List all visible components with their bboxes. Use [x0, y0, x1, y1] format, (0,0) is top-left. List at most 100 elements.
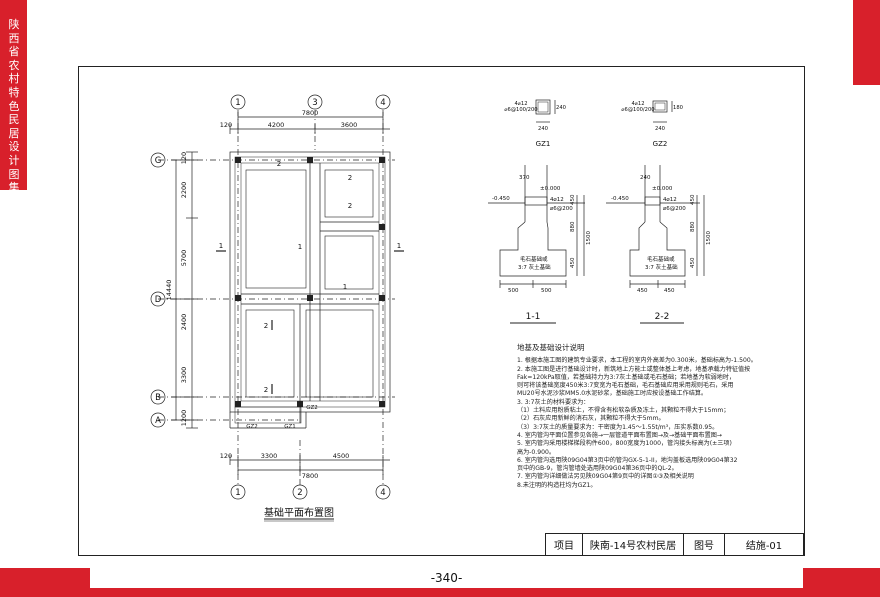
- note-line: 则可将该基础宽度450米3:7变宽为毛石基础，毛石基础应用采用规则毛石，采用: [517, 382, 734, 390]
- sidebar-tab: 陕西省农村特色民居设计图集: [0, 0, 27, 194]
- s11-mat-1: 毛石基础或: [520, 255, 548, 263]
- title-block-label-project: 项目: [546, 534, 583, 555]
- section-mark-1-right: 1: [397, 242, 401, 250]
- gz2-label-plan: GZ2: [306, 405, 318, 411]
- axis-label-A: A: [155, 416, 161, 426]
- dim-top-total: 7800: [302, 109, 319, 117]
- gz2-width: 240: [655, 126, 665, 132]
- gz2-bar: 4⌀12: [631, 101, 644, 107]
- s22-h-450: 450: [690, 257, 696, 268]
- s11-wall: 370: [519, 175, 530, 181]
- axis-label-top-1: 1: [235, 98, 240, 108]
- note-line: 2. 本施工图是进行基础设计时，新筑地上方能土或整体基上考虑，地基承载力特征值按: [517, 365, 751, 373]
- s22-title: 2-2: [655, 312, 670, 322]
- s22-h-880: 880: [690, 221, 696, 232]
- s22-mat-2: 3:7 灰土基础: [645, 263, 678, 271]
- sidebar-title: 陕西省农村特色民居设计图集: [8, 18, 20, 195]
- note-line: 5. 室内管沟采用楼梯梯段构件600，800宽度为1000，管沟接头标高为(±三…: [517, 440, 732, 448]
- axis-label-G: G: [155, 156, 162, 166]
- s22-elev-low: -0.450: [611, 196, 629, 202]
- note-line: 3. 3:7灰土的材料要求为：: [517, 398, 590, 406]
- s11-elev-low: -0.450: [492, 196, 510, 202]
- dim-left-total: 14440: [165, 280, 173, 301]
- dim-left-1200: 1200: [180, 410, 188, 427]
- note-line: 页中的GB-9，管沟管墙处选用陕09G04第36页中的QL-2。: [517, 465, 678, 473]
- s22-elev-top: ±0.000: [652, 186, 673, 192]
- gz1-width: 240: [538, 126, 548, 132]
- note-line: 1. 根据本施工图的建筑专业要求，本工程的室内外高差为0.300米，基础标高为-…: [517, 357, 757, 365]
- s22-b-1: 450: [637, 288, 648, 294]
- axis-label-B: B: [155, 393, 161, 403]
- dim-left-2200: 2200: [180, 182, 188, 199]
- title-block-number: 结施-01: [725, 534, 804, 555]
- dim-bottom-seg-2: 4500: [333, 452, 350, 460]
- note-line: （2）石灰应用新鲜的消石灰，其颗粒不得大于5mm。: [517, 415, 665, 423]
- dim-left-2400: 2400: [180, 314, 188, 331]
- gz1-title: GZ1: [536, 140, 551, 148]
- axis-label-bottom-2: 2: [297, 488, 302, 498]
- section-mark-2-upper: 2: [348, 174, 352, 182]
- dim-top-seg-1: 4200: [268, 121, 285, 129]
- plan-title: 基础平面布置图: [264, 506, 334, 519]
- dim-bottom-120: 120: [220, 452, 232, 460]
- note-line: （1）土料应用粉质粘土，不得含有松软杂质及冻土，其颗粒不得大于15mm；: [517, 407, 730, 415]
- section-mark-2-topwall: 2: [277, 160, 281, 168]
- s11-stir: ⌀6@200: [550, 206, 573, 212]
- title-block-label-number: 图号: [684, 534, 725, 555]
- note-line: 7. 室内管沟详细做法另见陕09G04第9页中的详图①③及相关说明: [517, 473, 694, 481]
- s11-b-1: 500: [508, 288, 519, 294]
- s22-wall: 240: [640, 175, 651, 181]
- gz2-title: GZ2: [653, 140, 668, 148]
- note-line: （3）3:7灰土的质量要求为：干密度为1.45～1.55t/m³，压实系数0.9…: [517, 423, 719, 431]
- s11-h-450: 450: [570, 257, 576, 268]
- dim-left-3300: 3300: [180, 367, 188, 384]
- s11-title: 1-1: [526, 312, 541, 322]
- s11-b-2: 500: [541, 288, 552, 294]
- notes-title: 地基及基础设计说明: [517, 343, 585, 352]
- section-mark-1-mid: 1: [298, 243, 302, 251]
- gz2-label-plan-2: GZ2: [246, 424, 258, 430]
- drawing-sheet-frame: [78, 66, 805, 556]
- section-mark-2-bottom: 2: [264, 386, 268, 394]
- note-line: 6. 室内管沟选用陕09G04第3页中的管沟GX-5-1-II，地沟盖板选用陕0…: [517, 456, 738, 464]
- note-line: 8.未注明的构造柱均为GZ1。: [517, 481, 597, 489]
- dim-left-5700: 5700: [180, 250, 188, 267]
- dim-bottom-seg-1: 3300: [261, 452, 278, 460]
- dim-top-seg-2: 3600: [341, 121, 358, 129]
- section-mark-1-left: 1: [219, 242, 223, 250]
- axis-label-top-4: 4: [380, 98, 385, 108]
- axis-label-bottom-1: 1: [235, 488, 240, 498]
- s22-h-1500: 1500: [706, 231, 712, 245]
- title-block: 项目 陕南-14号农村民居 图号 结施-01: [545, 533, 804, 555]
- corner-tab: [853, 0, 880, 85]
- s11-bar: 4⌀12: [550, 197, 564, 203]
- title-block-project: 陕南-14号农村民居: [583, 534, 684, 555]
- note-line: 4. 室内管沟平面位置参见各施→一层管道平面布置图→及→基础平面布置图→: [517, 431, 722, 439]
- section-mark-1-lower: 1: [343, 283, 347, 291]
- gz1-label-plan: GZ1: [284, 424, 296, 430]
- axis-label-bottom-4: 4: [380, 488, 385, 498]
- s22-stir: ⌀6@200: [663, 206, 686, 212]
- page-number: -340-: [90, 568, 803, 588]
- gz1-height: 240: [556, 105, 566, 111]
- s11-mat-2: 3:7 灰土基础: [518, 263, 551, 271]
- gz1-stirrup: ⌀6@100/200: [504, 107, 537, 113]
- section-mark-2-top: 2: [264, 322, 268, 330]
- s11-elev-top: ±0.000: [540, 186, 561, 192]
- section-mark-2-room: 2: [348, 202, 352, 210]
- design-notes: 地基及基础设计说明 1. 根据本施工图的建筑专业要求，本工程的室内外高差为0.3…: [517, 343, 797, 490]
- note-line: MU20号水泥沙浆MM5.0水泥砂浆，基础施工时应按设基础工作结算。: [517, 390, 708, 398]
- s22-h-450b: 450: [690, 194, 696, 205]
- dim-bottom-total: 7800: [302, 472, 319, 480]
- axis-label-D: D: [155, 295, 162, 305]
- note-line: 高为-0.900。: [517, 448, 555, 456]
- s22-bar: 4⌀12: [663, 197, 677, 203]
- s11-h-880: 880: [570, 221, 576, 232]
- s11-h-1500: 1500: [586, 231, 592, 245]
- gz2-height: 180: [673, 105, 683, 111]
- gz1-bar: 4⌀12: [514, 101, 527, 107]
- note-line: Fak=120kPa取值，若基础持力为3:7灰土基础或毛石基础；若地基为软弱地时…: [517, 373, 736, 381]
- gz2-stirrup: ⌀6@100/200: [621, 107, 654, 113]
- dim-left-120: 120: [180, 152, 188, 164]
